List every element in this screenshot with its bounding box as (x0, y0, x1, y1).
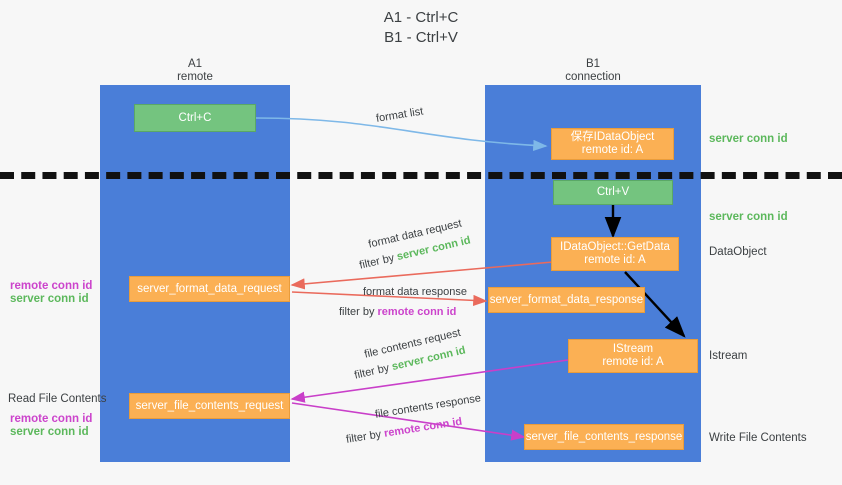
node-ctrl-c[interactable]: Ctrl+C (134, 104, 256, 132)
node-istream[interactable]: IStream remote id: A (568, 339, 698, 373)
right-label-server-conn-id-mid: server conn id (709, 211, 788, 223)
edge-label-format-list: format list (375, 105, 425, 125)
filter-by-value-2: remote conn id (377, 306, 457, 318)
page-title: A1 - Ctrl+C B1 - Ctrl+V (383, 9, 459, 46)
lane-header-b1: B1 connection (565, 58, 621, 83)
left-label-read-file-contents: Read File Contents (8, 393, 107, 405)
right-label-write-file-contents: Write File Contents (709, 432, 807, 444)
left-label-remote-conn-id-2: remote conn id (10, 413, 93, 425)
node-idataobject-getdata[interactable]: IDataObject::GetData remote id: A (551, 237, 679, 271)
phase-divider (0, 172, 842, 179)
left-label-remote-conn-id-1: remote conn id (10, 280, 93, 292)
lane-header-a1: A1 remote (177, 58, 213, 83)
edge-label-filter-by-remote-conn-id-1: filter by remote conn id (339, 305, 456, 320)
node-server-format-data-response[interactable]: server_format_data_response (488, 287, 645, 313)
right-label-dataobject: DataObject (709, 246, 767, 258)
filter-by-prefix-3: filter by (353, 361, 394, 382)
left-label-server-conn-id-1: server conn id (10, 293, 89, 305)
node-save-idataobject[interactable]: 保存IDataObject remote id: A (551, 128, 674, 160)
filter-by-prefix-4: filter by (345, 427, 386, 446)
filter-by-prefix-2: filter by (339, 306, 378, 318)
edge-label-filter-by-remote-conn-id-2: filter by remote conn id (345, 415, 463, 448)
node-server-format-data-request[interactable]: server_format_data_request (129, 276, 290, 302)
left-label-server-conn-id-2: server conn id (10, 426, 89, 438)
right-label-server-conn-id-top: server conn id (709, 133, 788, 145)
filter-by-prefix-1: filter by (358, 251, 399, 272)
edge-label-format-data-response: format data response (363, 286, 467, 298)
node-server-file-contents-request[interactable]: server_file_contents_request (129, 393, 290, 419)
edge-label-file-contents-response: file contents response (374, 392, 482, 421)
node-server-file-contents-response[interactable]: server_file_contents_response (524, 424, 684, 450)
right-label-istream: Istream (709, 350, 748, 362)
node-ctrl-v[interactable]: Ctrl+V (553, 180, 673, 205)
